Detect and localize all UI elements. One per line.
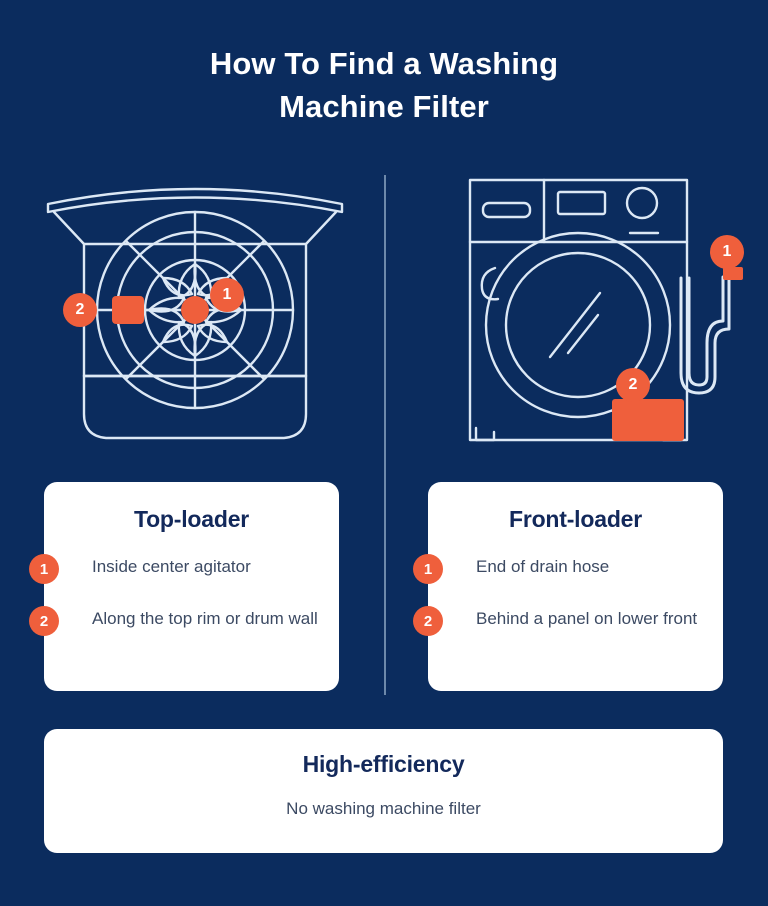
- list-badge-2: 2: [413, 606, 443, 636]
- foot-left: [474, 426, 496, 442]
- frontloader-illustration: 1 2: [440, 165, 750, 465]
- list-item: 2 Behind a panel on lower front: [413, 606, 723, 641]
- toploader-marker-1[interactable]: 1: [210, 278, 244, 312]
- card-frontloader-items: 1 End of drain hose 2 Behind a panel on …: [413, 554, 723, 641]
- list-badge-1: 1: [413, 554, 443, 584]
- card-toploader: Top-loader 1 Inside center agitator 2 Al…: [29, 482, 339, 691]
- list-item-text: Inside center agitator: [92, 557, 251, 576]
- card-toploader-title: Top-loader: [133, 506, 250, 532]
- list-item-text: End of drain hose: [476, 557, 610, 576]
- lower-front-panel: [82, 374, 308, 440]
- card-toploader-items: 1 Inside center agitator 2 Along the top…: [29, 554, 339, 641]
- list-item-text: Behind a panel on lower front: [476, 609, 698, 628]
- page-title-line-1: How To Find a Washing: [209, 46, 559, 81]
- toploader-marker-2[interactable]: 2: [63, 293, 97, 327]
- door-streak-2: [566, 313, 600, 355]
- list-badge-1: 1: [29, 554, 59, 584]
- page-title: How To Find a Washing Machine Filter: [0, 42, 768, 128]
- lower-access-panel: [612, 399, 684, 441]
- drain-hose-tip: [723, 267, 743, 280]
- card-frontloader-title: Front-loader: [508, 506, 643, 532]
- rim-filter-block: [112, 296, 144, 324]
- door-glass-ring: [504, 251, 652, 399]
- cabinet-outline: [468, 178, 689, 442]
- control-knob: [625, 186, 659, 220]
- vertical-divider: [384, 175, 386, 695]
- list-item-text: Along the top rim or drum wall: [92, 609, 318, 628]
- list-item: 1 End of drain hose: [413, 554, 723, 589]
- list-item: 1 Inside center agitator: [29, 554, 339, 589]
- card-high-efficiency-title: High-efficiency: [302, 751, 465, 777]
- detergent-drawer-slot: [481, 201, 532, 219]
- door-bezel-outer: [484, 231, 672, 419]
- frontloader-marker-1[interactable]: 1: [710, 235, 744, 269]
- list-item: 2 Along the top rim or drum wall: [29, 606, 339, 641]
- lid-shape: [46, 187, 344, 214]
- card-frontloader: Front-loader 1 End of drain hose 2 Behin…: [413, 482, 723, 691]
- frontloader-marker-2[interactable]: 2: [616, 368, 650, 402]
- display-panel: [556, 190, 607, 216]
- door-streak-1: [548, 291, 602, 359]
- door-handle: [480, 266, 500, 301]
- drain-hose: [679, 275, 731, 395]
- page-title-line-2: Machine Filter: [279, 89, 489, 124]
- card-high-efficiency-subtitle: No washing machine filter: [286, 799, 481, 818]
- toploader-illustration: 1 2: [40, 168, 350, 468]
- list-badge-2: 2: [29, 606, 59, 636]
- agitator-center-dot: [181, 296, 209, 324]
- card-high-efficiency: High-efficiency No washing machine filte…: [44, 729, 723, 853]
